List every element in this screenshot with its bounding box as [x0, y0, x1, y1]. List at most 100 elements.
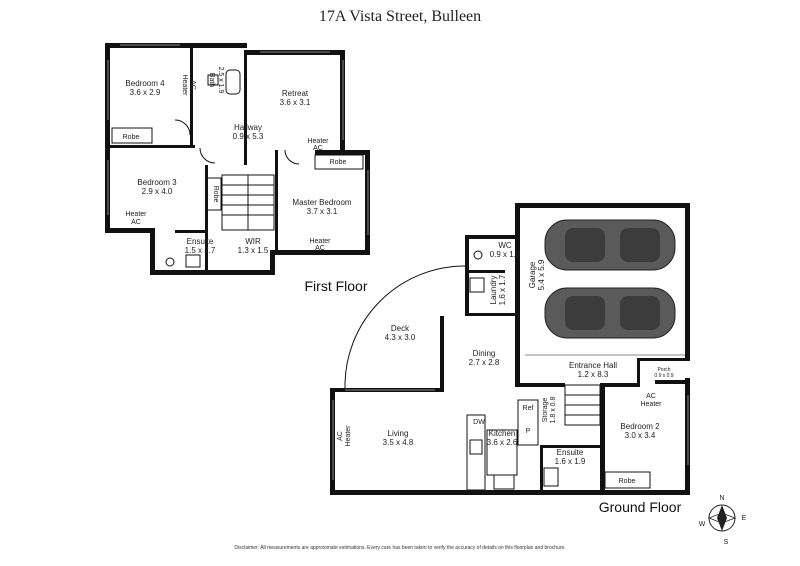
heater-label: Heater — [309, 238, 331, 245]
shower — [543, 467, 559, 487]
wall — [465, 313, 520, 316]
room-name: Kitchen — [489, 429, 516, 438]
wall — [150, 270, 275, 275]
first-floor-label: First Floor — [305, 278, 368, 294]
room-name: Deck — [391, 324, 410, 333]
deck-outline — [344, 265, 466, 389]
compass-south: S — [724, 539, 729, 546]
door-swing — [284, 149, 300, 165]
compass-north: N — [719, 495, 724, 502]
room-name: Bedroom 2 — [620, 422, 660, 431]
bathtub — [225, 69, 241, 95]
room-name: Storage — [542, 398, 549, 423]
room-name: Entrance Hall — [569, 361, 617, 370]
wall — [605, 383, 640, 387]
room-dims: 5.4 x 5.9 — [537, 259, 546, 290]
room-name: Laundry — [489, 276, 498, 305]
room-dims: 2.7 x 2.8 — [469, 358, 500, 367]
heater-label: Heater — [307, 138, 329, 145]
wall — [270, 250, 370, 255]
wall — [175, 230, 208, 233]
toilet — [165, 257, 175, 267]
room-name: Master Bedroom — [292, 198, 351, 207]
room-dims: 3.6 x 3.1 — [280, 98, 311, 107]
plan-title: 17A Vista Street, Bulleen — [318, 8, 482, 25]
wall — [600, 383, 605, 493]
compass-west: W — [699, 521, 706, 528]
wall — [515, 203, 690, 208]
room-dims: 0.9 x 5.3 — [233, 132, 264, 141]
wall — [465, 235, 469, 315]
room-dims: 4.3 x 3.0 — [385, 333, 416, 342]
wall — [540, 445, 543, 493]
robe-label: Robe — [330, 159, 347, 166]
wall — [110, 145, 195, 148]
wall — [465, 270, 505, 273]
room-name: Porch — [657, 367, 670, 373]
ac-label: AC — [337, 431, 344, 441]
room-name: Garage — [528, 261, 537, 288]
room-name: Dining — [473, 349, 496, 358]
room-dims: 3.7 x 3.1 — [307, 207, 338, 216]
door-swing — [174, 119, 191, 136]
robe — [206, 177, 222, 211]
kitchen-bench — [466, 414, 486, 491]
basin — [207, 74, 219, 86]
fridge-pantry — [517, 399, 539, 446]
wall — [244, 50, 247, 165]
wall — [150, 230, 155, 275]
wall — [270, 250, 275, 275]
room-dims: 1.3 x 1.5 — [238, 246, 269, 255]
pantry-label: P — [526, 428, 531, 435]
robe — [604, 471, 651, 489]
robe-label: Robe — [123, 134, 140, 141]
door-swing — [199, 147, 216, 164]
compass-east: E — [742, 515, 747, 522]
room-dims: 3.0 x 3.4 — [625, 431, 656, 440]
heater-label: Heater — [640, 401, 662, 408]
wall — [637, 358, 690, 361]
room-dims: 0.9 x 0.9 — [654, 373, 673, 379]
robe — [314, 154, 364, 170]
robe-label: Robe — [212, 186, 219, 203]
wall — [190, 45, 193, 145]
ac-label: AC — [313, 145, 323, 152]
room-name: Retreat — [282, 89, 309, 98]
wall — [105, 228, 155, 233]
ac-label: AC — [189, 80, 196, 90]
disclaimer: Disclaimer: All measurements are approxi… — [234, 545, 566, 551]
ac-label: AC — [131, 219, 141, 226]
car-bottom — [544, 287, 676, 339]
sink — [469, 439, 483, 455]
heater-label: Heater — [345, 425, 352, 447]
room-name: Hallway — [234, 123, 262, 132]
compass-crossbar-icon — [707, 512, 737, 524]
ground-floor-plan — [330, 203, 690, 495]
room-dims: 1.5 x 2.7 — [185, 246, 216, 255]
wall — [275, 150, 278, 250]
ref-label: Ref — [523, 405, 534, 412]
room-dims: 1.8 x 0.8 — [550, 396, 557, 423]
wall — [515, 383, 565, 387]
wall — [440, 316, 444, 392]
compass — [707, 504, 737, 532]
wall — [515, 355, 520, 385]
room-name: Bedroom 3 — [137, 178, 177, 187]
wall — [105, 43, 110, 233]
basin — [185, 254, 201, 268]
heater-label: Heater — [181, 74, 188, 96]
room-dims: 2.9 x 4.0 — [142, 187, 173, 196]
room-dims: 3.6 x 2.9 — [130, 88, 161, 97]
room-name: Bath — [208, 73, 215, 88]
toilet — [473, 250, 483, 260]
room-dims: 1.6 x 1.9 — [555, 457, 586, 466]
heater-label: Heater — [125, 211, 147, 218]
room-name: Living — [388, 429, 409, 438]
room-dims: 0.9 x 1.7 — [490, 250, 521, 259]
robe — [111, 127, 153, 144]
robe-label: Robe — [619, 478, 636, 485]
laundry-tub — [469, 277, 485, 293]
compass-needle-icon — [717, 505, 727, 531]
ground-floor-label: Ground Floor — [599, 499, 682, 515]
room-dims: 2.5 x 1.9 — [217, 67, 224, 94]
